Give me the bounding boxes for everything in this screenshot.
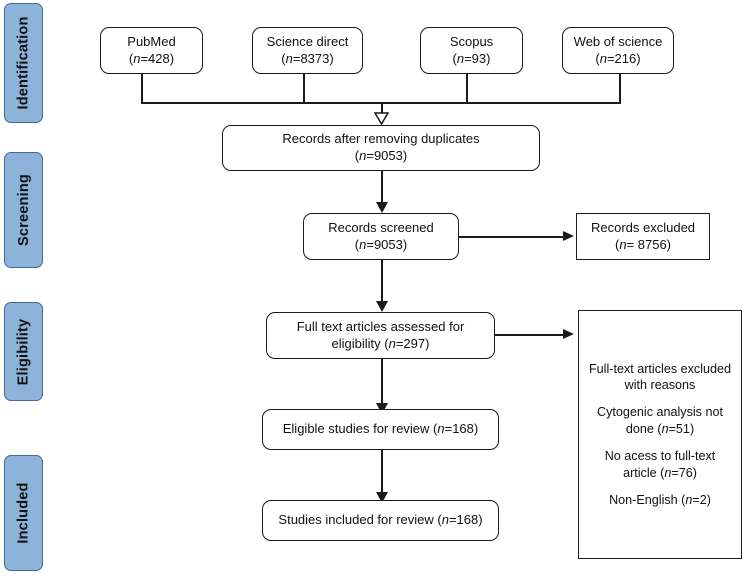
node-studies-included: Studies included for review (n=168)	[262, 500, 499, 541]
exclusion-reason-3: Non-English (n=2)	[609, 492, 711, 507]
arrowhead-hollow-to-duplicates	[374, 112, 389, 125]
connector-bus-to-duplicates	[381, 102, 383, 113]
connector-duplicates-to-screened	[381, 171, 383, 204]
fulltext-assessed-text: Full text articles assessed for	[296, 318, 465, 334]
arrowhead-to-fulltext	[376, 301, 388, 312]
arrowhead-to-screened	[376, 202, 388, 213]
connector-fulltext-to-reasons	[495, 334, 566, 336]
spacer	[585, 393, 735, 404]
node-fulltext-assessed: Full text articles assessed for eligibil…	[266, 312, 495, 359]
records-after-duplicates-count: (n=9053)	[354, 148, 408, 163]
connector-scopus-drop	[466, 74, 468, 103]
source-web-of-science-name: Web of science	[573, 33, 663, 49]
records-after-duplicates-text: Records after removing duplicates	[282, 131, 480, 147]
arrowhead-to-studies-included	[376, 492, 388, 503]
connector-web-of-science-drop	[619, 74, 621, 103]
spacer	[585, 437, 735, 448]
stage-tab-included-label: Included	[15, 482, 32, 544]
connector-pubmed-drop	[141, 74, 143, 103]
eligible-studies-text: Eligible studies for review (n=168)	[282, 421, 479, 437]
source-box-scopus: Scopus (n=93)	[420, 27, 523, 74]
source-pubmed-count: (n=428)	[128, 50, 175, 66]
arrowhead-to-eligible-studies	[376, 403, 388, 414]
connector-fulltext-to-eligible	[381, 359, 383, 406]
spacer	[585, 481, 735, 492]
stage-tab-identification: Identification	[4, 3, 43, 123]
records-excluded-count: (n= 8756)	[614, 236, 672, 252]
stage-tab-identification-label: Identification	[15, 16, 32, 110]
exclusion-reasons-heading-line1: Full-text articles excluded	[588, 361, 732, 376]
source-science-direct-name: Science direct	[266, 33, 349, 49]
arrowhead-to-exclusion-reasons	[563, 329, 574, 339]
source-box-web-of-science: Web of science (n=216)	[562, 27, 674, 74]
connector-science-direct-drop	[303, 74, 305, 103]
source-box-science-direct: Science direct (n=8373)	[252, 27, 363, 74]
source-scopus-count: (n=93)	[452, 50, 491, 66]
fulltext-assessed-count: eligibility (n=297)	[331, 335, 430, 351]
source-pubmed-name: PubMed	[127, 33, 176, 49]
stage-tab-eligibility-label: Eligibility	[15, 318, 32, 385]
exclusion-reason-2-line1: No acess to full-text	[604, 449, 716, 464]
source-scopus-name: Scopus	[449, 33, 494, 49]
source-box-pubmed: PubMed (n=428)	[100, 27, 203, 74]
exclusion-reason-2-line2: article (n=76)	[623, 465, 697, 480]
stage-tab-included: Included	[4, 455, 43, 571]
connector-screened-to-excluded	[459, 236, 566, 238]
records-screened-text: Records screened	[328, 219, 434, 235]
source-science-direct-count: (n=8373)	[281, 50, 334, 66]
exclusion-reason-1-line1: Cytogenic analysis not	[596, 405, 723, 420]
connector-screened-to-fulltext	[381, 260, 383, 304]
node-exclusion-reasons: Full-text articles excluded with reasons…	[578, 310, 742, 559]
node-records-screened: Records screened (n=9053)	[303, 213, 459, 260]
records-excluded-text: Records excluded	[590, 219, 696, 235]
source-web-of-science-count: (n=216)	[595, 50, 641, 66]
stage-tab-screening: Screening	[4, 152, 43, 268]
node-records-after-duplicates: Records after removing duplicates (n=905…	[222, 125, 540, 171]
studies-included-text: Studies included for review (n=168)	[278, 512, 483, 528]
records-screened-count: (n=9053)	[354, 236, 408, 252]
connector-eligible-to-included	[381, 450, 383, 495]
exclusion-reason-1-line2: done (n=51)	[625, 421, 695, 436]
exclusion-reasons-heading-line2: with reasons	[624, 378, 696, 393]
node-records-excluded: Records excluded (n= 8756)	[576, 213, 710, 260]
node-eligible-studies: Eligible studies for review (n=168)	[262, 409, 499, 450]
stage-tab-screening-label: Screening	[15, 174, 32, 246]
stage-tab-eligibility: Eligibility	[4, 302, 43, 401]
arrowhead-to-records-excluded	[563, 231, 574, 241]
